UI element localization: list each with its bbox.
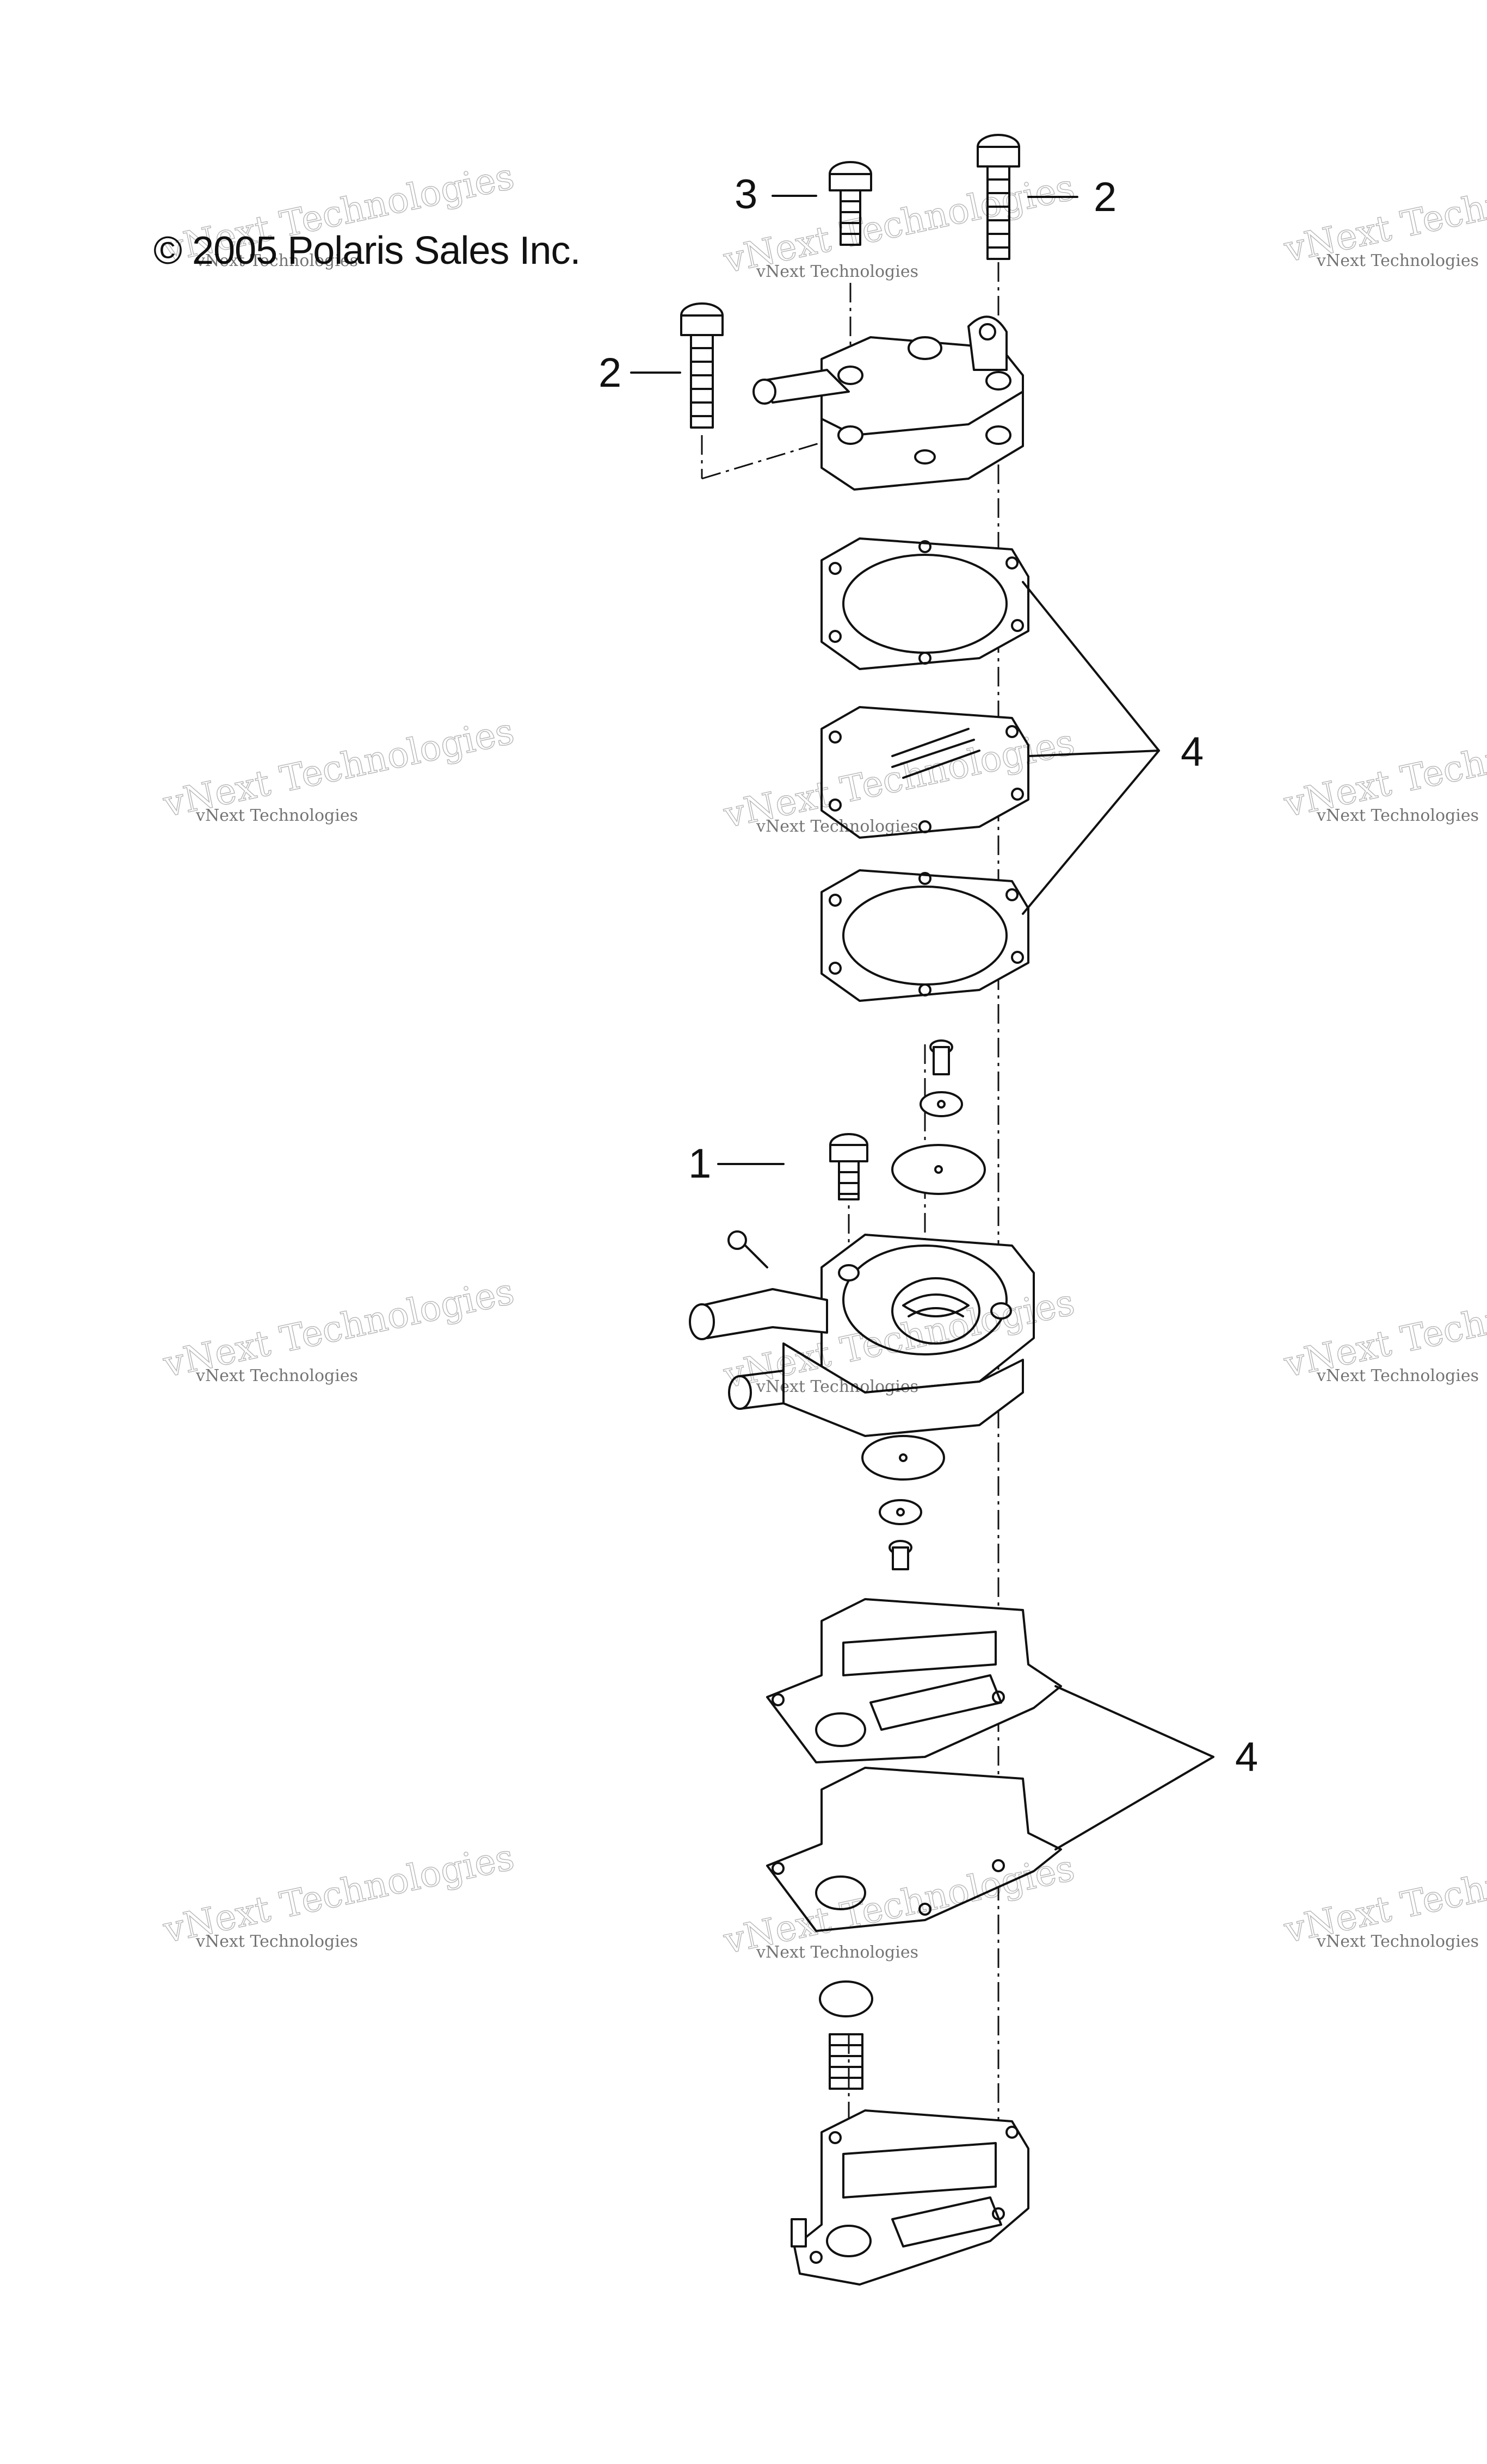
alignment-line-left-screw: [701, 434, 847, 480]
gasket-upper-1[interactable]: [820, 537, 1029, 670]
callout-4-lower: 4: [1235, 1734, 1258, 1780]
check-valve-cap[interactable]: [819, 1980, 873, 2017]
diaphragm-upper[interactable]: [820, 706, 1029, 839]
leader-line-4d: [1054, 1685, 1214, 1758]
washer-upper[interactable]: [920, 1091, 963, 1117]
callout-4-upper: 4: [1181, 729, 1204, 775]
gasket-upper-2[interactable]: [820, 869, 1029, 1002]
valve-disc-upper[interactable]: [891, 1144, 986, 1195]
small-screw-lower[interactable]: [889, 1540, 912, 1570]
leader-line-4b: [1027, 750, 1160, 757]
pump-body[interactable]: [689, 1230, 1035, 1437]
valve-disc-lower[interactable]: [861, 1435, 945, 1481]
small-screw-upper[interactable]: [929, 1039, 953, 1075]
gasket-lower-1[interactable]: [766, 1598, 1062, 1763]
gasket-lower-2[interactable]: [766, 1767, 1062, 1932]
screw-3[interactable]: [829, 161, 872, 246]
screw-2-right[interactable]: [977, 134, 1020, 260]
washer-lower[interactable]: [879, 1499, 922, 1525]
leader-line-4a: [1022, 581, 1160, 752]
leader-line-4e: [1054, 1756, 1214, 1850]
callout-2-left: 2: [598, 350, 622, 396]
callout-2-top: 2: [1094, 174, 1117, 220]
callout-3: 3: [735, 171, 758, 218]
pump-top-cover[interactable]: [752, 315, 1024, 491]
leader-line-4c: [1022, 750, 1160, 915]
screw-2-left[interactable]: [680, 302, 724, 429]
spring[interactable]: [829, 2033, 863, 2090]
callout-1: 1: [688, 1141, 712, 1187]
pump-base[interactable]: [791, 2109, 1029, 2286]
screw-1[interactable]: [829, 1133, 868, 1200]
copyright-notice: © 2005 Polaris Sales Inc.: [153, 229, 581, 273]
